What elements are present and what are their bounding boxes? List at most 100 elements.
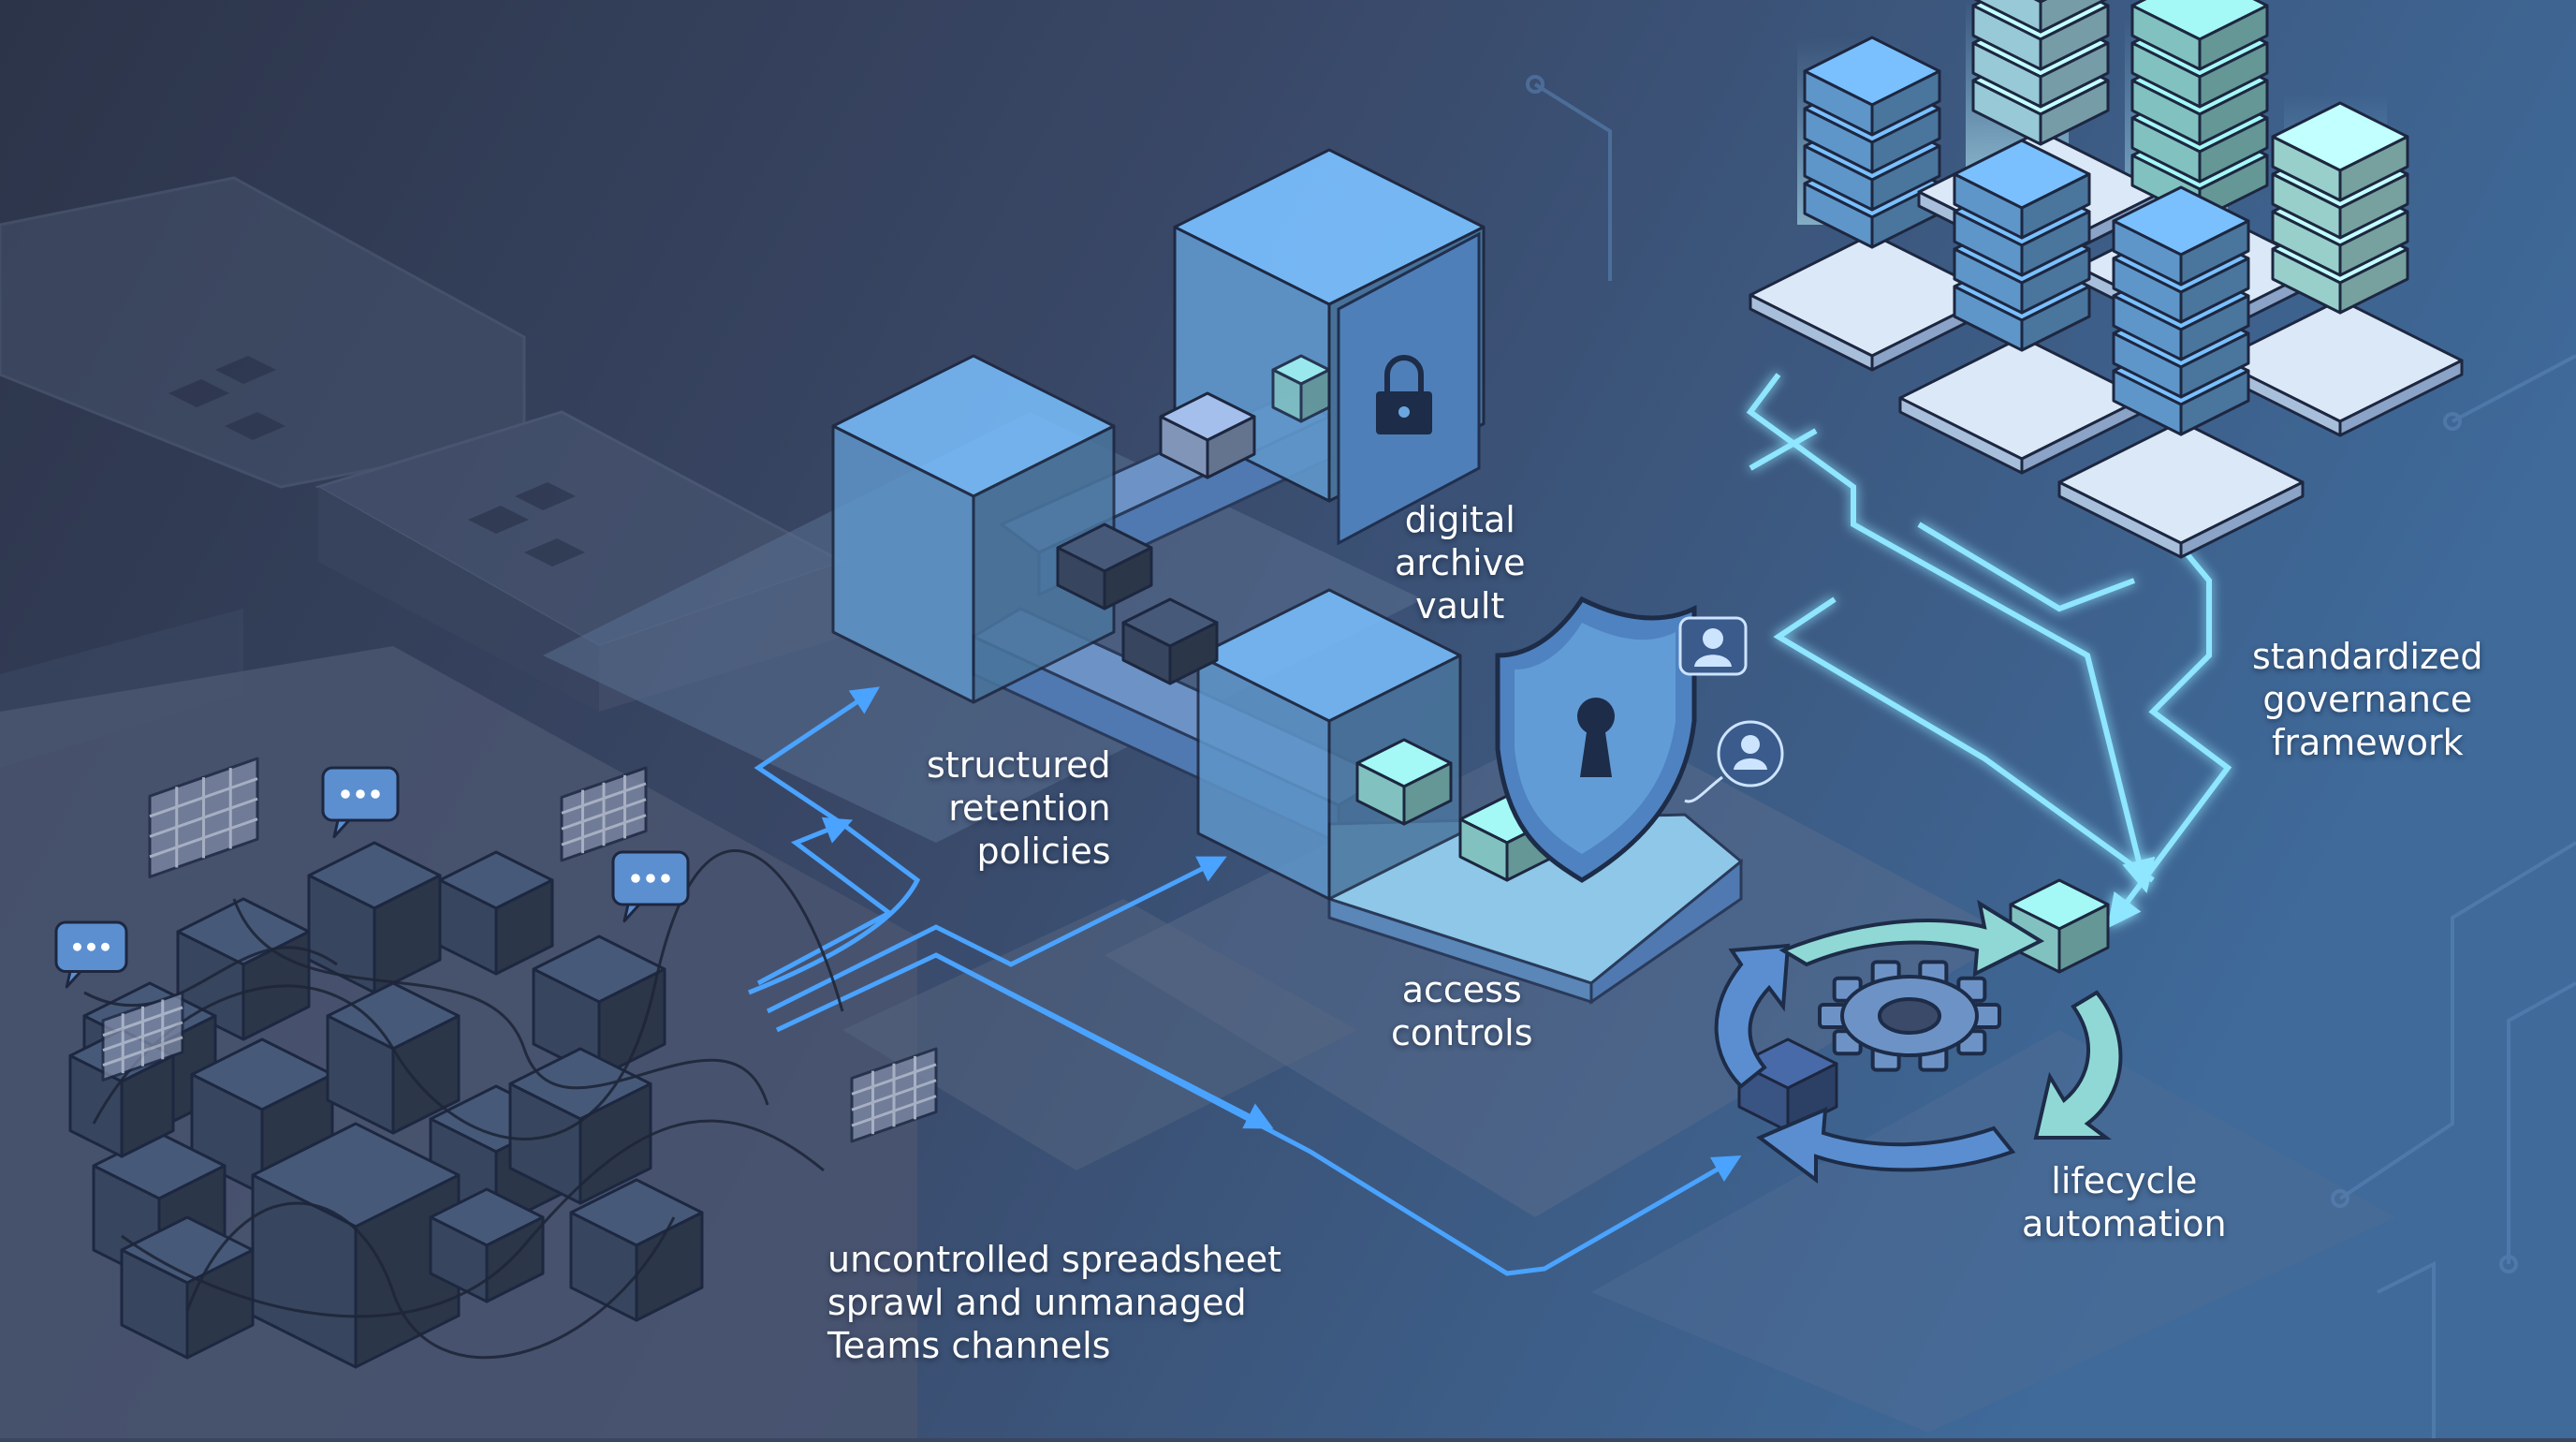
user-icon: [1678, 616, 1784, 803]
cube: [2130, 0, 2269, 71]
cube-right: [1103, 546, 1153, 611]
spreadsheet-icon: [101, 757, 938, 1143]
cube: [2271, 101, 2409, 202]
cube-right: [120, 1054, 175, 1158]
cube-right: [2020, 285, 2091, 352]
cube: [1803, 36, 1941, 137]
cube-right: [972, 424, 1116, 704]
cube-right: [1870, 69, 1941, 137]
cube: [1973, 0, 2108, 34]
label-line: policies: [976, 831, 1111, 872]
label-line: uncontrolled spreadsheet: [827, 1239, 1282, 1280]
gear-icon: [1818, 960, 2001, 1072]
governance-links: [1746, 373, 2232, 929]
cube-right: [2198, 4, 2269, 71]
label-line: standardized: [2252, 636, 2483, 677]
cube-right: [2020, 172, 2091, 240]
cube-right: [2039, 41, 2110, 109]
cube-right: [2198, 116, 2269, 184]
label-line: access: [1401, 969, 1522, 1010]
governance-servers: [1749, 0, 2464, 559]
label-sprawl: uncontrolled spreadsheet sprawl and unma…: [827, 1238, 1281, 1367]
cube-right: [1786, 1062, 1838, 1133]
label-lifecycle-automation: lifecycle automation: [2022, 1159, 2227, 1245]
label-line: digital: [1404, 499, 1515, 540]
cube-right: [1402, 761, 1453, 826]
circuit-traces: [1526, 75, 2576, 1438]
cube-right: [2179, 294, 2250, 361]
label-retention-policies: structured retention policies: [927, 743, 1111, 873]
cube-right: [2179, 369, 2250, 436]
cube: [1355, 738, 1453, 826]
chat-bubble-icon: [321, 766, 400, 839]
label-line: framework: [2271, 722, 2464, 763]
label-governance-framework: standardized governance framework: [2252, 635, 2483, 764]
cube-right: [373, 874, 442, 994]
label-line: vault: [1415, 585, 1505, 626]
label-line: lifecycle: [2051, 1160, 2198, 1201]
cube-right: [635, 1211, 704, 1322]
cube-right: [2338, 172, 2409, 240]
cube-right: [2198, 79, 2269, 146]
cube-right: [2338, 135, 2409, 202]
spreadsheet-icon: [560, 766, 648, 862]
label-archive-vault: digital archive vault: [1395, 498, 1525, 627]
vault-door: [1337, 231, 1481, 546]
cube-right: [2039, 4, 2110, 71]
cube: [1196, 588, 1462, 901]
cube: [438, 850, 554, 976]
cube-right: [2338, 247, 2409, 315]
cube-right: [2039, 79, 2110, 146]
lifecycle-ring: [1714, 899, 2123, 1184]
cube-right: [1168, 621, 1219, 685]
cube: [2112, 185, 2250, 287]
cube: [1056, 522, 1153, 611]
padlock-icon: [1376, 355, 1432, 434]
cube-right: [2179, 257, 2250, 324]
cube: [1953, 139, 2091, 240]
cube-right: [2039, 0, 2108, 34]
cube-right: [1206, 415, 1256, 479]
cube-right: [391, 1014, 461, 1135]
chat-bubble-icon: [54, 766, 690, 989]
cube-right: [1299, 368, 1331, 423]
cube: [508, 1047, 652, 1205]
cube: [1121, 597, 1219, 685]
cube-right: [1870, 107, 1941, 174]
cube-right: [2179, 219, 2250, 287]
cube: [326, 981, 461, 1135]
tangled-wires: [83, 849, 844, 1360]
cube: [1737, 1037, 1838, 1133]
flow-lines: [748, 686, 1742, 1276]
cube: [251, 1122, 461, 1369]
label-line: controls: [1391, 1012, 1533, 1053]
cube: [1159, 391, 1256, 479]
label-line: sprawl and unmanaged: [827, 1282, 1247, 1323]
cube-right: [2020, 210, 2091, 277]
cube-right: [2020, 247, 2091, 315]
cube-right: [2338, 210, 2409, 277]
chat-bubble-icon: [611, 850, 690, 923]
cube-right: [2198, 41, 2269, 109]
label-line: automation: [2022, 1203, 2227, 1244]
cube-right: [578, 1082, 652, 1205]
cube-right: [597, 967, 666, 1079]
label-line: structured: [927, 744, 1111, 786]
label-line: Teams channels: [827, 1325, 1111, 1366]
cube-right: [2057, 903, 2110, 974]
label-line: governance: [2262, 679, 2473, 720]
spreadsheet-icon: [850, 1047, 938, 1143]
label-line: archive: [1395, 542, 1526, 583]
cube-right: [494, 878, 554, 976]
cube: [1271, 354, 1331, 423]
cube-right: [1870, 144, 1941, 212]
spreadsheet-icon: [101, 991, 184, 1082]
spreadsheet-icon: [148, 757, 259, 878]
cube-right: [2179, 331, 2250, 399]
label-line: retention: [948, 787, 1111, 829]
keyhole-shield-icon: [1495, 596, 1697, 883]
cube: [831, 354, 1116, 704]
cube: [307, 841, 442, 994]
